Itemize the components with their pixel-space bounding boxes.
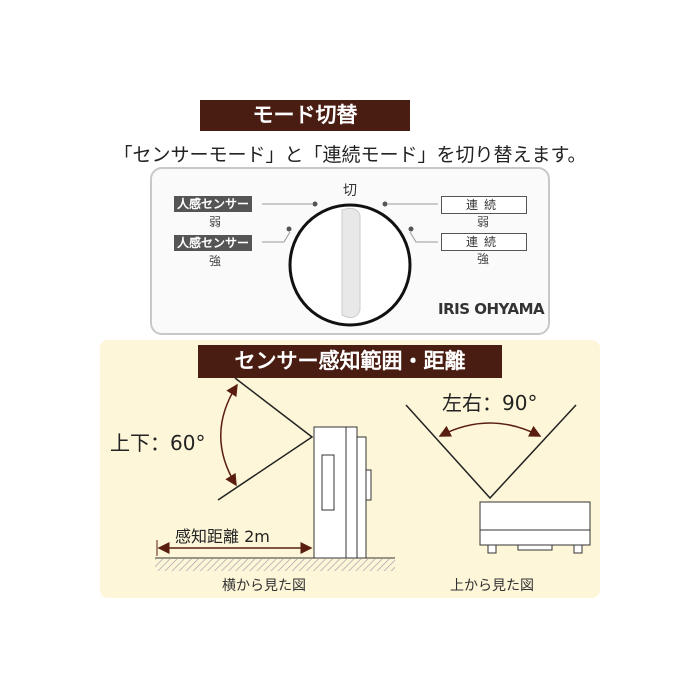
continuous-weak-level: 弱 (477, 215, 490, 229)
distance-label: 感知距離 2m (175, 527, 270, 546)
sensor-weak-level: 弱 (209, 215, 222, 229)
vertical-angle-label: 上下：60° (110, 431, 206, 455)
sensor-strong-label: 人感センサー (174, 235, 253, 251)
heater-top (479, 501, 591, 546)
vertical-angle-arrow (220, 383, 238, 487)
top-view-caption: 上から見た図 (450, 578, 534, 594)
continuous-weak-label: 連続 (441, 196, 527, 214)
continuous-strong-level: 強 (477, 252, 490, 266)
mode-subtitle: 「センサーモード」と「連続モード」を切り替えます。 (113, 144, 587, 166)
sensor-weak-label: 人感センサー (174, 196, 253, 212)
continuous-strong-label: 連続 (441, 233, 527, 251)
vertical-range-lines (217, 377, 314, 501)
horizontal-range-lines (405, 404, 577, 500)
brand-logo: IRIS OHYAMA (438, 300, 545, 318)
sensor-strong-level: 強 (209, 254, 222, 268)
horizontal-angle-label: 左右：90° (442, 391, 538, 415)
side-view-caption: 横から見た図 (222, 578, 306, 594)
off-label: 切 (343, 183, 357, 199)
mode-title: モード切替 (200, 100, 410, 131)
sensor-title: センサー感知範囲・距離 (198, 345, 502, 378)
dial-lines (262, 201, 438, 327)
horizontal-angle-arrow (438, 422, 542, 437)
